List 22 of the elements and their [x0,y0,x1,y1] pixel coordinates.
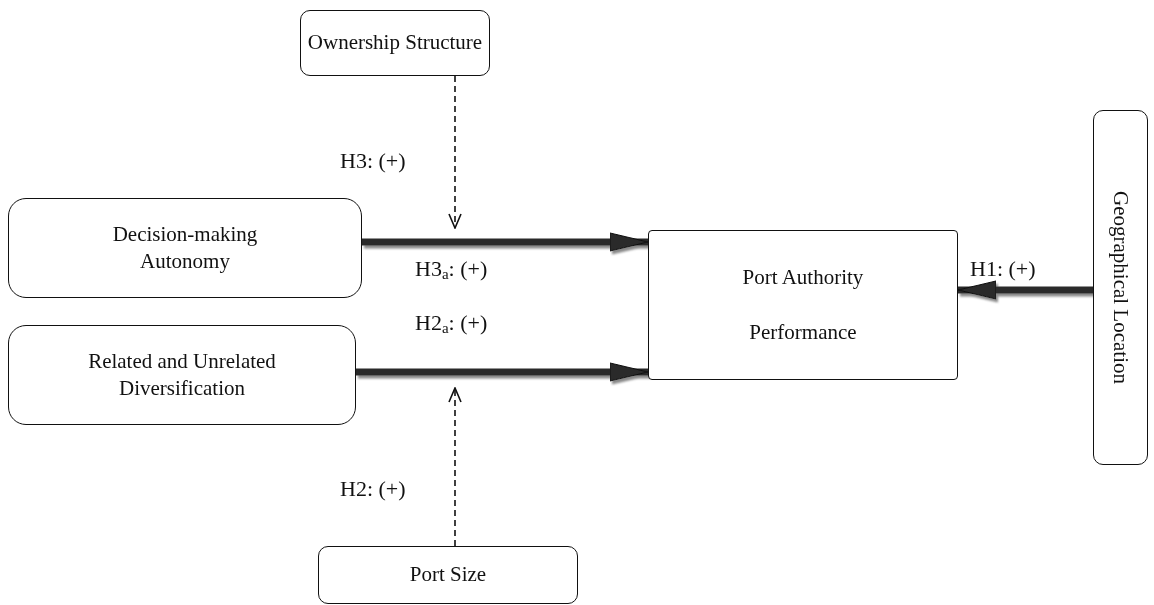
node-label: Ownership Structure [307,30,483,56]
edge-label: H1: (+) [970,258,1036,280]
rounded-box [1093,110,1148,465]
node-label: Port Authority Performance [741,264,865,346]
arrow [362,232,649,252]
edge-label: H2: (+) [340,478,406,500]
edge-label: H2$_{a}$: (+) [415,312,488,336]
node-label: Decision-making Autonomy [111,220,259,275]
rounded-box [8,325,356,425]
rounded-box [318,546,578,604]
node-label: Port Size [409,562,487,588]
arrow [957,280,1093,300]
arrow [356,362,649,382]
dashed-arrow [448,75,462,229]
dashed-arrow [448,387,462,547]
rounded-box [300,10,490,76]
edge-label: H3: (+) [340,150,406,172]
node-label: Related and Unrelated Diversification [87,347,277,402]
rounded-box [648,230,958,380]
node-label: Geographical Location [1108,191,1134,384]
edge-label: H3$_{a}$: (+) [415,258,488,282]
rounded-box [8,198,362,298]
